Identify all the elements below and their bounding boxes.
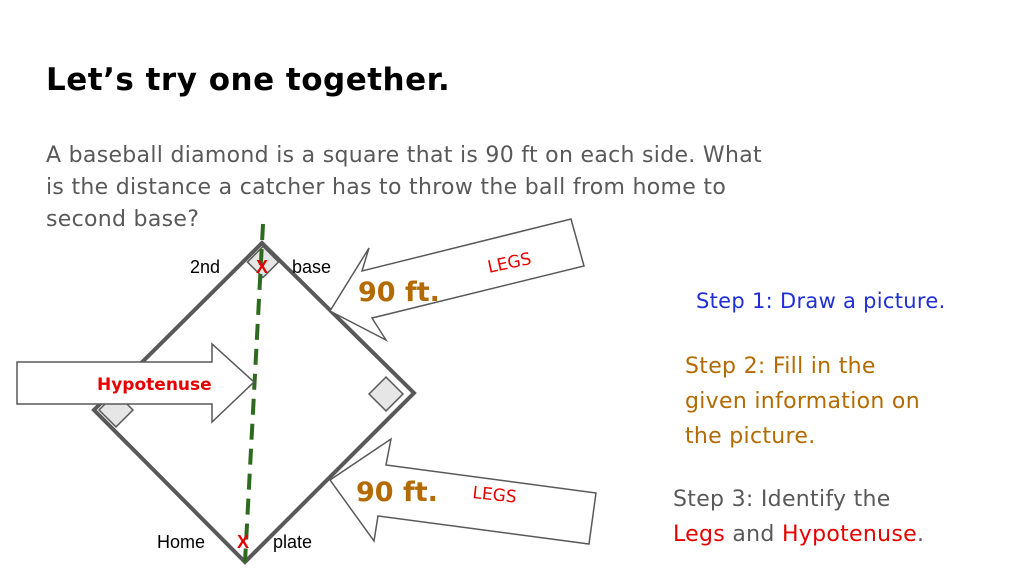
step-2-line: given information on [685,389,920,414]
second-base-x-marker: X [256,257,268,277]
step-3-period: . [916,522,925,547]
home-plate-x-marker: X [237,532,249,552]
bottom-legs-arrow [328,437,597,545]
problem-line: second base? [46,207,200,232]
legs-word: Legs [673,522,726,547]
hypotenuse-arrow [16,342,256,424]
problem-line: is the distance a catcher has to throw t… [46,175,727,200]
hypotenuse-diagonal [243,223,265,563]
home-plate-right-label: plate [273,532,312,552]
and-word: and [725,522,782,547]
bottom-legs-label: LEGS [471,483,517,508]
step-2-line: Step 2: Fill in the [685,354,876,379]
step-1: Step 1: Draw a picture. [696,289,946,313]
hypotenuse-word: Hypotenuse [781,522,917,547]
home-plate-left-label: Home [157,532,205,552]
problem-statement: A baseball diamond is a square that is 9… [46,140,986,236]
step-2: Step 2: Fill in the given information on… [685,349,920,454]
bottom-length-label: 90 ft. [356,477,438,508]
problem-line: A baseball diamond is a square that is 9… [46,143,762,168]
slide-title: Let’s try one together. [46,62,451,98]
second-base-left-label: 2nd [190,257,220,277]
step-3-line-1: Step 3: Identify the [673,487,891,512]
top-length-label: 90 ft. [358,277,440,308]
first-base-marker [367,375,405,413]
top-legs-arrow [328,218,585,342]
hypotenuse-label: Hypotenuse [97,375,212,395]
step-3: Step 3: Identify the Legs and Hypotenuse… [673,482,924,552]
second-base-right-label: base [292,257,331,277]
step-2-line: the picture. [685,424,816,449]
step-3-line-2: Legs and Hypotenuse. [673,517,924,552]
second-base-marker [246,245,280,279]
